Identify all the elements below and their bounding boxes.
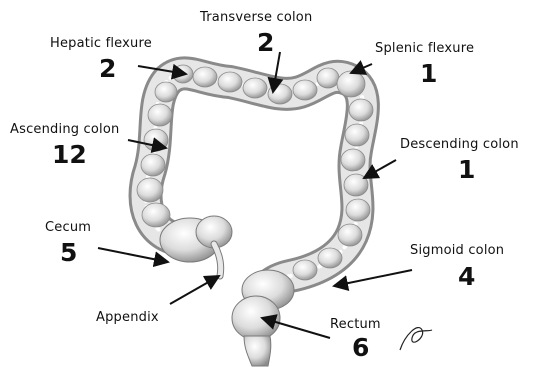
label-hepatic-flexure: Hepatic flexure <box>50 36 152 51</box>
label-ascending-colon: Ascending colon <box>10 122 119 137</box>
label-sigmoid-colon: Sigmoid colon <box>410 243 504 258</box>
count-rectum: 6 <box>352 333 369 362</box>
signature-mark <box>400 328 432 350</box>
arrow-sigmoid-colon <box>334 270 412 286</box>
count-hepatic-flexure: 2 <box>99 54 116 83</box>
label-cecum: Cecum <box>45 220 91 235</box>
arrow-cecum <box>98 248 168 262</box>
count-descending-colon: 1 <box>458 155 475 184</box>
label-appendix: Appendix <box>96 310 159 325</box>
count-cecum: 5 <box>60 238 77 267</box>
label-transverse-colon: Transverse colon <box>200 10 312 25</box>
label-splenic-flexure: Splenic flexure <box>375 41 474 56</box>
label-rectum: Rectum <box>330 317 381 332</box>
label-descending-colon: Descending colon <box>400 137 519 152</box>
arrow-appendix <box>170 276 219 304</box>
count-ascending-colon: 12 <box>52 140 87 169</box>
count-splenic-flexure: 1 <box>420 59 437 88</box>
count-transverse-colon: 2 <box>257 28 274 57</box>
count-sigmoid-colon: 4 <box>458 262 475 291</box>
